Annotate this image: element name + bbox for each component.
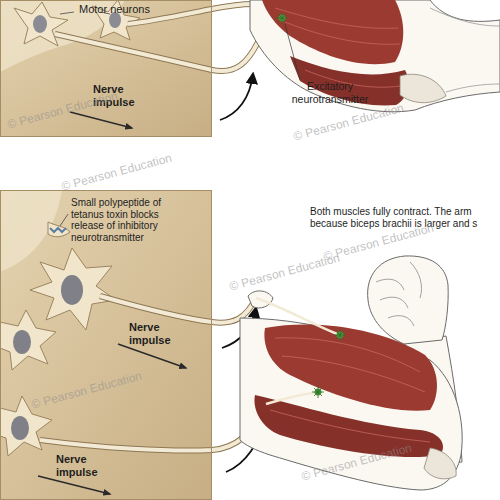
- nerve-branch: [256, 298, 340, 335]
- neurotransmitter-spark: [334, 329, 346, 341]
- signal-label: Nerve impulse: [129, 321, 183, 346]
- watermark: © Pearson Education: [30, 362, 169, 412]
- nerve-branch: [266, 392, 318, 404]
- leader-line: [60, 12, 74, 14]
- axon-outline: [55, 34, 258, 71]
- spinal-cord-section: [0, 190, 212, 500]
- part-label: Excitatory neurotransmitter: [282, 80, 378, 105]
- annotation-text: Small polypeptide of tetanus toxin block…: [71, 197, 165, 243]
- neurotransmitter-spark: [276, 12, 288, 24]
- watermark: © Pearson Education: [300, 434, 439, 484]
- neuron-nucleus: [13, 330, 31, 354]
- curved-arrow: [220, 74, 253, 120]
- axon-outline: [40, 404, 266, 451]
- upper-arm-skin: [240, 318, 462, 490]
- motor-neuron-body: [30, 248, 116, 330]
- neuron-nucleus: [11, 416, 29, 440]
- biceps-muscle: [262, 0, 403, 64]
- synaptic-knob: [48, 222, 70, 237]
- leader-line: [285, 24, 300, 80]
- neuron-nucleus: [61, 275, 83, 305]
- elbow-bone: [424, 448, 456, 479]
- spinal-cord-section: [0, 0, 212, 137]
- elbow-bone: [400, 74, 446, 102]
- motor-neuron-body: [14, 2, 68, 46]
- watermark: © Pearson Education: [228, 244, 367, 294]
- part-label: Motor neurons: [79, 3, 169, 16]
- watermark: © Pearson Education: [60, 144, 199, 194]
- axon: [100, 296, 256, 323]
- axon: [55, 34, 258, 71]
- signal-label: Nerve impulse: [56, 453, 110, 478]
- toxin-polypeptide: [50, 228, 66, 232]
- axon: [40, 404, 266, 451]
- axon-outline: [100, 296, 256, 323]
- neuron-nucleus: [33, 15, 47, 33]
- motor-neuron-body: [0, 310, 56, 370]
- caption-note: Both muscles fully contract. The arm bec…: [310, 206, 492, 230]
- impulse-arrow: [70, 112, 132, 128]
- arm-skin: [250, 0, 500, 112]
- muscle-fibers: [275, 8, 400, 87]
- forearm-contour: [430, 8, 500, 92]
- muscle-fibers: [270, 338, 430, 442]
- finger-lines: [376, 262, 422, 326]
- triceps-muscle: [254, 395, 443, 457]
- spinal-cord-panel: Small polypeptide of tetanus toxin block…: [0, 190, 212, 500]
- neurotransmitter-spark: [312, 386, 324, 398]
- impulse-arrow: [118, 344, 186, 368]
- fist: [368, 256, 449, 344]
- impulse-arrow: [38, 476, 110, 494]
- leader-line: [60, 214, 68, 226]
